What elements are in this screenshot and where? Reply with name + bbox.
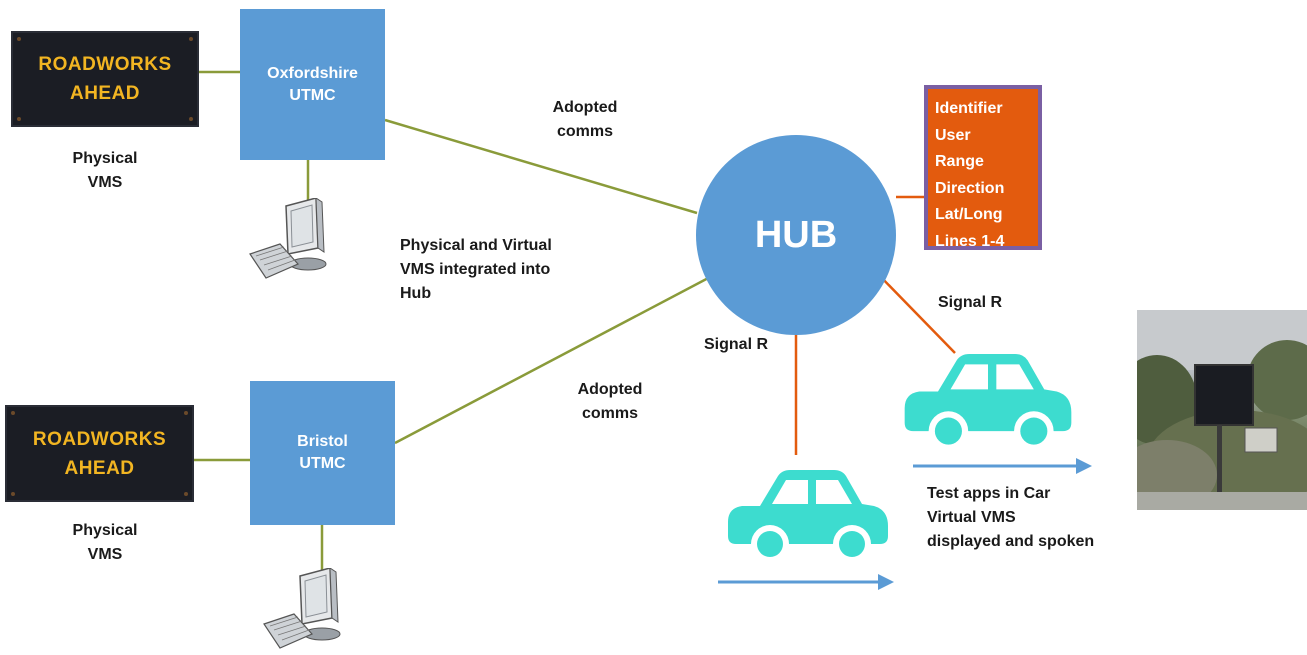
vms-caption-bottom: Physical VMS	[72, 522, 138, 563]
physical-vms-sign-top: ROADWORKS AHEAD	[11, 31, 199, 127]
adopted-comms-top: Adopted comms	[552, 99, 618, 140]
field-direction: Direction	[935, 179, 1005, 197]
physical-vms-sign-bottom: ROADWORKS AHEAD	[5, 405, 194, 502]
link-oxfordshire-hub	[384, 118, 698, 215]
utmc-type: UTMC	[299, 455, 346, 472]
field-lat-long: Lat/Long	[935, 206, 1003, 223]
field-lines: Lines 1-4	[935, 232, 1005, 250]
bristol-utmc-box: Bristol UTMC	[250, 381, 395, 525]
identifier-fields-box: Identifier User Range Direction Lat/Long…	[924, 85, 1042, 250]
utmc-type: UTMC	[289, 86, 336, 104]
hub-label: HUB	[754, 213, 838, 256]
link-hub-car-right	[875, 271, 956, 354]
arrow-icon	[913, 458, 1092, 474]
vms-line-1: ROADWORKS	[32, 428, 167, 450]
car-icon	[728, 470, 888, 563]
vms-caption-top: Physical VMS	[72, 150, 138, 191]
test-apps-note: Test apps in Car Virtual VMS displayed a…	[927, 485, 1095, 550]
utmc-name: Bristol	[297, 433, 348, 450]
hub-node: HUB	[696, 135, 896, 335]
utmc-name: Oxfordshire	[267, 64, 358, 82]
vms-line-1: ROADWORKS	[38, 54, 172, 75]
vms-line-2: AHEAD	[69, 83, 141, 104]
signal-r-left: Signal R	[704, 336, 769, 353]
link-bristol-hub	[394, 273, 715, 445]
oxfordshire-utmc-box: Oxfordshire UTMC	[240, 9, 385, 160]
vms-line-2: AHEAD	[64, 457, 135, 479]
adopted-comms-bottom: Adopted comms	[577, 381, 643, 422]
car-icon	[904, 354, 1072, 451]
field-identifier: Identifier	[935, 100, 1003, 117]
integration-note: Physical and Virtual VMS integrated into…	[400, 237, 552, 302]
computer-icon	[249, 198, 327, 279]
computer-icon	[263, 568, 341, 649]
field-range: Range	[935, 153, 984, 170]
roadside-vms-photo	[1137, 310, 1307, 510]
arrow-icon	[718, 574, 894, 590]
signal-r-right: Signal R	[938, 294, 1003, 311]
field-user: User	[935, 126, 971, 144]
